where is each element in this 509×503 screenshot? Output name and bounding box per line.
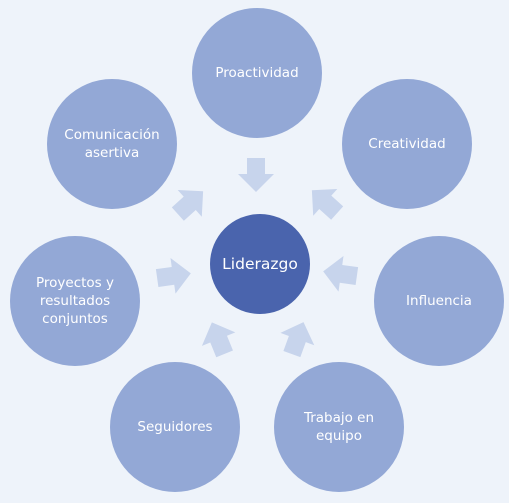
node-comunicacion-asertiva: Comunicación asertiva — [47, 79, 177, 209]
arrow-from-creatividad — [311, 188, 344, 220]
arrow-from-seguidores — [201, 322, 236, 358]
arrow-from-comunicacion — [171, 189, 204, 221]
node-label: Proactividad — [215, 64, 299, 81]
node-influencia: Influencia — [374, 236, 504, 366]
center-label: Liderazgo — [222, 254, 298, 273]
node-creatividad: Creatividad — [342, 79, 472, 209]
node-seguidores: Seguidores — [110, 362, 240, 492]
center-node-liderazgo: Liderazgo — [210, 214, 310, 314]
node-label: Seguidores — [137, 418, 213, 435]
arrow-from-influencia — [323, 256, 359, 292]
node-trabajo-en-equipo: Trabajo en equipo — [274, 362, 404, 492]
node-label: Comunicación asertiva — [64, 126, 160, 161]
node-proyectos-y-resultados-conjuntos: Proyectos y resultados conjuntos — [10, 236, 140, 366]
arrow-from-trabajo-en-equipo — [280, 322, 315, 358]
arrow-from-proactividad — [238, 158, 274, 192]
node-proactividad: Proactividad — [192, 8, 322, 138]
node-label: Trabajo en equipo — [303, 409, 375, 444]
node-label: Influencia — [406, 292, 472, 309]
node-label: Proyectos y resultados conjuntos — [35, 274, 114, 328]
node-label: Creatividad — [368, 135, 446, 152]
arrow-from-proyectos — [155, 258, 191, 294]
